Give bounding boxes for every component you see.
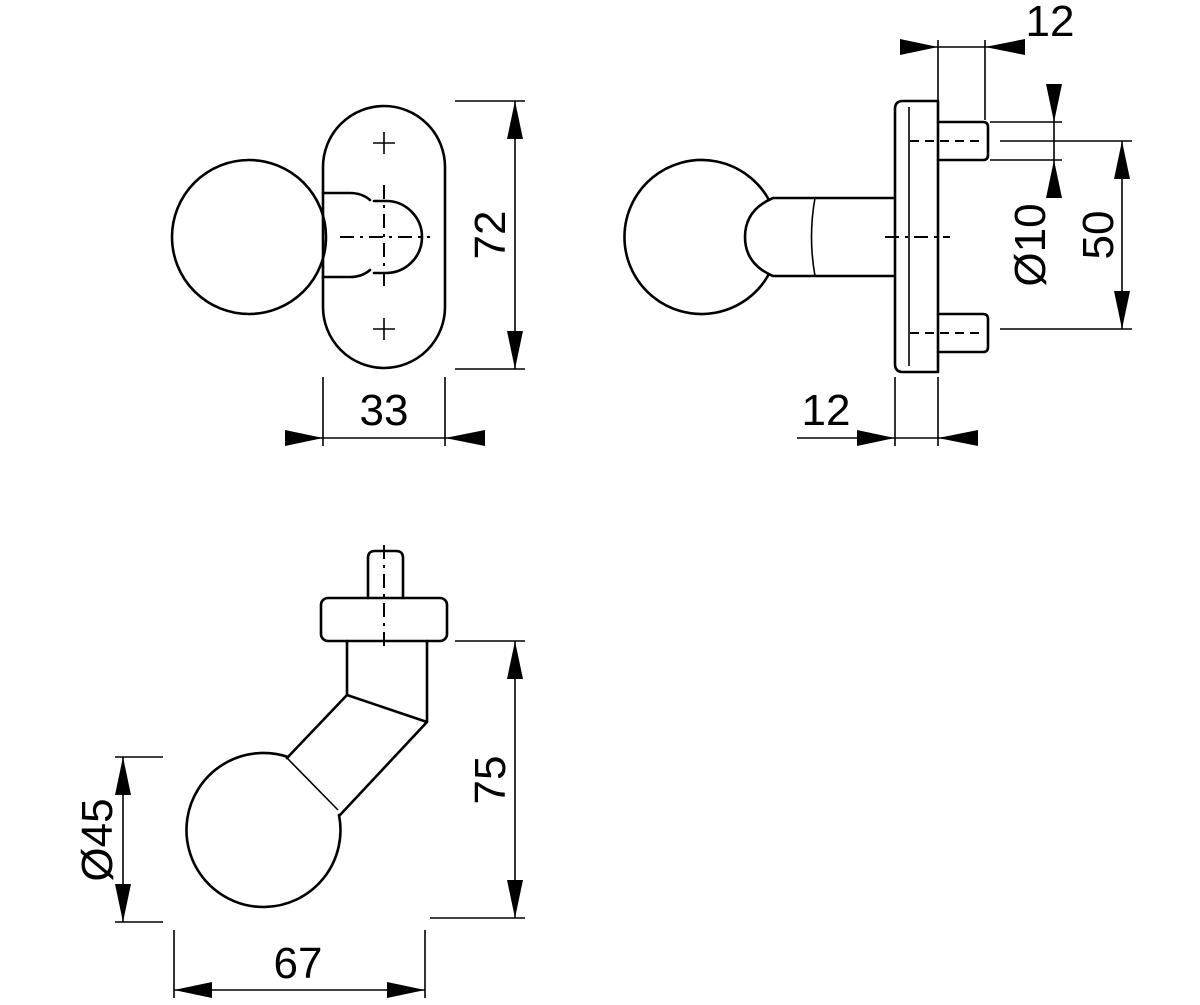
bent-neck-collar [286, 757, 339, 811]
dim-side-pin-offset: 12 [900, 0, 1074, 120]
side-pin-offset-label: 12 [1026, 0, 1075, 46]
side-pin-diameter-label: Ø10 [1006, 203, 1055, 286]
front-screw-mark-bottom [373, 318, 395, 340]
bent-neck [285, 639, 429, 817]
dim-side-pin-diameter: Ø10 [990, 84, 1062, 287]
dim-bent-height: 75 [430, 640, 525, 919]
side-pin-top [936, 120, 990, 162]
dim-front-width: 33 [285, 377, 485, 446]
front-shaft [321, 191, 372, 279]
side-pin-spacing-label: 50 [1074, 211, 1123, 260]
bent-ball-diameter-label: Ø45 [73, 798, 122, 881]
dim-bent-ball-diameter: Ø45 [73, 756, 163, 923]
dim-front-height: 72 [455, 100, 525, 370]
front-rose-plate [321, 104, 447, 370]
side-view: 12 Ø10 50 12 [623, 0, 1132, 446]
bent-height-label: 75 [466, 756, 515, 805]
bent-width-label: 67 [274, 939, 323, 988]
bent-view: 75 Ø45 67 [73, 545, 525, 998]
front-slot [372, 199, 424, 275]
front-height-label: 72 [466, 211, 515, 260]
bent-spindle [366, 549, 405, 600]
side-pin-bottom [936, 312, 990, 354]
dim-side-rose-thickness: 12 [797, 377, 978, 446]
side-rose-plate [893, 99, 940, 374]
side-shaft-collar [810, 197, 816, 277]
side-shaft [743, 196, 895, 278]
side-rose-thickness-label: 12 [802, 386, 851, 435]
bent-knob-ball [185, 751, 342, 909]
front-width-label: 33 [360, 386, 409, 435]
side-knob-ball [623, 158, 771, 316]
front-view: 72 33 [170, 100, 525, 446]
front-screw-mark-top [373, 132, 395, 154]
dim-side-pin-spacing: 50 [1000, 140, 1132, 330]
front-knob-ball [170, 158, 328, 316]
dim-bent-width: 67 [173, 930, 426, 998]
